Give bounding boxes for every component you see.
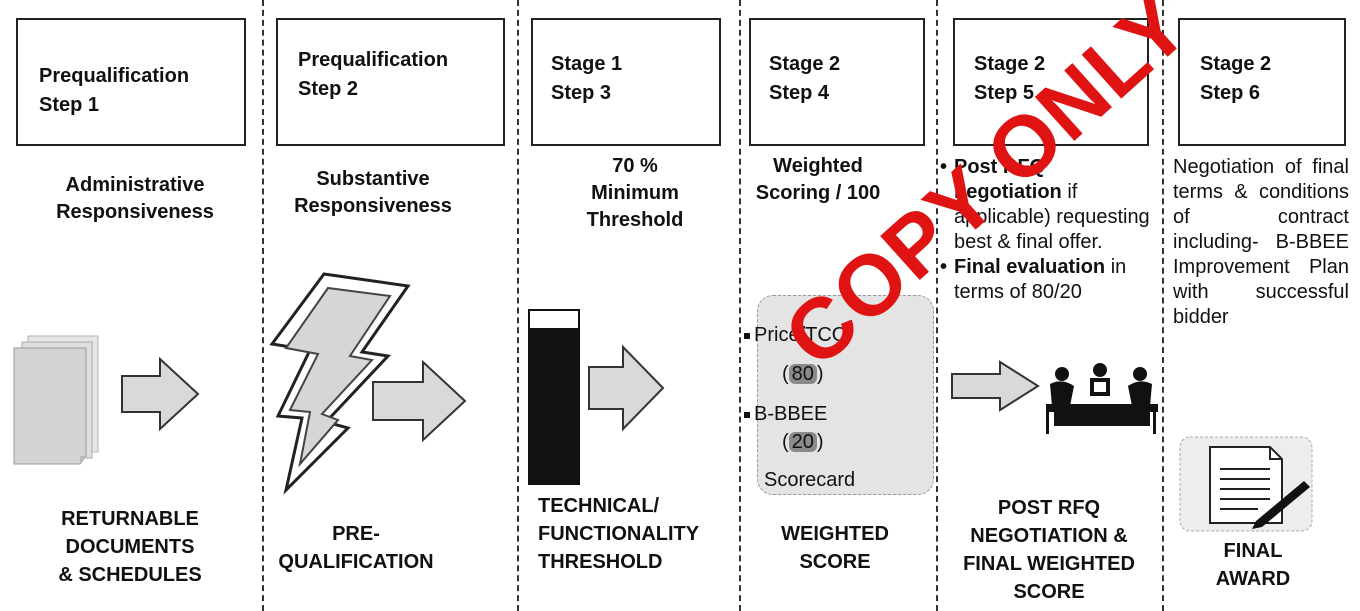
criteria-line: Substantive [316, 168, 430, 190]
bullet-square [744, 411, 750, 418]
step-3-title-line2: Step 3 [551, 82, 612, 104]
footer-line: PRE- [332, 523, 380, 545]
scorecard-item-label: B-BBEE [754, 403, 828, 425]
meeting-table-icon [1046, 363, 1158, 434]
threshold-fill [530, 328, 578, 483]
criteria-line: 70 % [612, 155, 658, 177]
scorecard-item-bbbee-value: (20) [782, 431, 824, 453]
lightning-bolt-icon [269, 272, 411, 495]
step-6-footer: FINAL AWARD [1178, 537, 1328, 593]
footer-line: & SCHEDULES [58, 564, 202, 586]
column-divider [517, 0, 519, 611]
step-1-footer: RETURNABLE DOCUMENTS & SCHEDULES [10, 505, 250, 589]
column-divider [1162, 0, 1164, 611]
step-5-title: Stage 2 Step 5 [974, 50, 1045, 108]
step-1-box [16, 18, 246, 146]
score-value: 80 [788, 364, 817, 384]
arrow-right-icon [121, 356, 200, 432]
bullet-square [744, 332, 750, 339]
step-6-box [1178, 18, 1346, 146]
step-5-bullets: Post RFQ negotiation if applicable) requ… [940, 155, 1150, 305]
step-3-box [531, 18, 721, 146]
bullet-text: if applicable) requesting best & final o… [954, 181, 1150, 253]
step-6-title: Stage 2 Step 6 [1200, 50, 1271, 108]
step-2-title-line1: Prequalification [298, 49, 449, 71]
score-value: 20 [788, 432, 817, 452]
bullet-bold-text: Final evaluation [954, 256, 1106, 278]
criteria-line: Responsiveness [56, 201, 214, 223]
footer-line: POST RFQ [997, 497, 1101, 519]
step-3-criteria: 70 % Minimum Threshold [530, 153, 740, 234]
footer-line: SCORE [799, 551, 871, 573]
step-4-title: Stage 2 Step 4 [769, 50, 840, 108]
criteria-line: Scoring / 100 [755, 182, 881, 204]
step-2-criteria: Substantive Responsiveness [268, 166, 478, 220]
footer-line: AWARD [1215, 568, 1291, 590]
step-2-title-line2: Step 2 [298, 78, 359, 100]
step-1-criteria: Administrative Responsiveness [30, 172, 240, 226]
step-2-box [276, 18, 505, 146]
scorecard-item-price-value: (80) [782, 363, 824, 385]
step-1-title: Prequalification Step 1 [39, 62, 189, 120]
threshold-bar-icon [528, 309, 580, 485]
step-2-footer: PRE- QUALIFICATION [266, 520, 446, 576]
step-6-title-line2: Step 6 [1200, 82, 1261, 104]
step-4-title-line1: Stage 2 [769, 53, 841, 75]
step-3-title-line1: Stage 1 [551, 53, 623, 75]
step-1-title-line1: Prequalification [39, 65, 190, 87]
step-1-title-line2: Step 1 [39, 94, 100, 116]
bullet-item: Post RFQ negotiation if applicable) requ… [940, 155, 1150, 255]
arrow-right-icon [588, 344, 665, 432]
bullet-bold-text: Post RFQ negotiation [954, 156, 1062, 203]
step-5-title-line1: Stage 2 [974, 53, 1046, 75]
arrow-right-icon [951, 360, 1040, 412]
step-5-title-line2: Step 5 [974, 82, 1035, 104]
criteria-line: Responsiveness [294, 195, 452, 217]
step-4-title-line2: Step 4 [769, 82, 830, 104]
scorecard-item-price: Price/TCO [744, 323, 847, 347]
footer-line: QUALIFICATION [278, 551, 434, 573]
scorecard-panel [757, 295, 934, 495]
scorecard-label: Scorecard [764, 469, 856, 491]
column-divider [739, 0, 741, 611]
criteria-line: Threshold [586, 209, 684, 231]
arrow-right-icon [372, 359, 467, 443]
bullet-item: Final evaluation in terms of 80/20 [940, 255, 1150, 305]
bullet-text: in terms of 80/20 [954, 256, 1127, 303]
step-4-footer: WEIGHTED SCORE [745, 520, 925, 576]
step-2-title: Prequalification Step 2 [298, 46, 448, 104]
step-3-title: Stage 1 Step 3 [551, 50, 622, 108]
step-6-description: Negotiation of final terms & conditions … [1173, 156, 1349, 328]
step-5-box [953, 18, 1149, 146]
footer-line: DOCUMENTS [65, 536, 195, 558]
footer-line: FINAL [1223, 540, 1283, 562]
footer-line: WEIGHTED [781, 523, 889, 545]
step-6-title-line1: Stage 2 [1200, 53, 1272, 75]
step-5-footer: POST RFQ NEGOTIATION & FINAL WEIGHTED SC… [944, 494, 1154, 606]
footer-line: FINAL WEIGHTED [963, 553, 1135, 575]
criteria-line: Administrative [65, 174, 205, 196]
footer-line: RETURNABLE [61, 508, 199, 530]
column-divider [936, 0, 938, 611]
criteria-line: Weighted [773, 155, 863, 177]
column-divider [262, 0, 264, 611]
footer-line: SCORE [1013, 581, 1085, 603]
criteria-line: Minimum [591, 182, 679, 204]
footer-line: THRESHOLD [538, 551, 663, 573]
step-4-box [749, 18, 925, 146]
step-3-footer: TECHNICAL/ FUNCTIONALITY THRESHOLD [538, 492, 699, 576]
footer-line: TECHNICAL/ [538, 495, 660, 517]
scorecard-item-bbbee: B-BBEE [744, 402, 827, 426]
footer-line: FUNCTIONALITY [538, 523, 700, 545]
signed-contract-icon [1179, 436, 1313, 532]
scorecard-item-label: Price/TCO [754, 324, 848, 346]
footer-line: NEGOTIATION & [970, 525, 1128, 547]
step-4-criteria: Weighted Scoring / 100 [738, 153, 898, 207]
document-stack-icon [13, 335, 99, 465]
